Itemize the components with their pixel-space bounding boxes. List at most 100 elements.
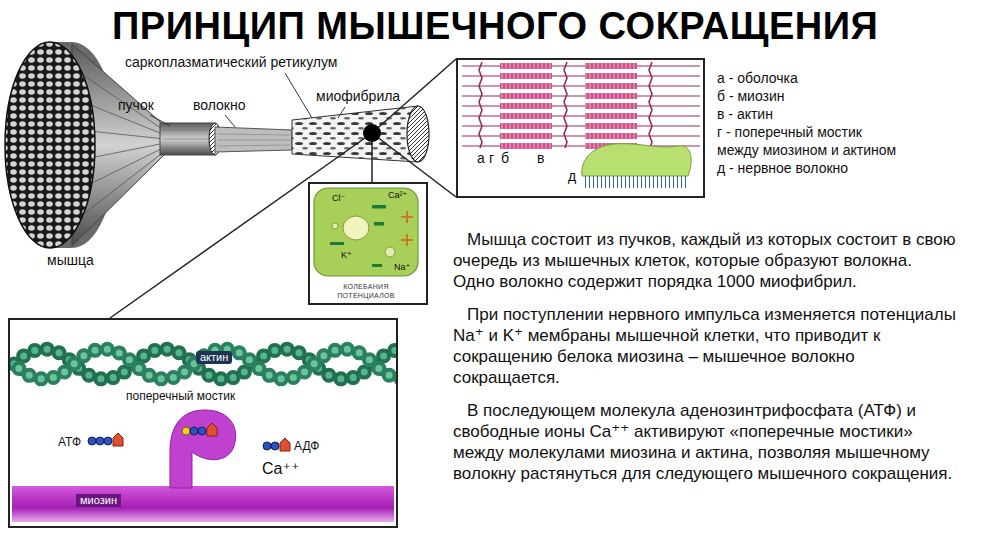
body-paragraph: Мышца состоит из пучков, каждый из котор… <box>453 229 958 292</box>
sarcomere-drawing-part <box>462 66 700 146</box>
leader-lines-part <box>150 115 170 126</box>
adp-molecule-part <box>271 442 279 450</box>
molecule-label: АДФ <box>294 440 319 454</box>
ion-label: K⁺ <box>341 250 352 260</box>
sarcomere-drawing-part-part <box>462 66 700 67</box>
cell-drawing-part <box>330 205 386 267</box>
atp-molecule-part <box>182 427 190 435</box>
sarcomere-box: агбвд <box>456 58 705 198</box>
muscle-drawing-part-part <box>162 139 213 140</box>
ion-label: Na⁺ <box>394 262 410 272</box>
body-text: Мышца состоит из пучков, каждый из котор… <box>453 229 958 496</box>
atp-molecule-part <box>104 437 112 445</box>
body-paragraph: В последующем молекула аденозинтрифосфат… <box>453 400 958 484</box>
sarcomere-drawing-part <box>582 144 691 176</box>
cell-drawing-part-part <box>372 205 386 209</box>
body-paragraph: При поступлении нервного импульса изменя… <box>453 304 958 388</box>
sarcomere-drawing-part-part <box>564 62 567 148</box>
key-entry: б - миозин <box>717 87 905 105</box>
muscle-drawing-part <box>5 42 95 248</box>
muscle-drawing-part-part <box>162 130 213 131</box>
part-label: саркоплазматический ретикулум <box>125 54 337 71</box>
zoom-dot <box>363 124 381 142</box>
part-label: волокно <box>193 97 246 114</box>
atp-molecule <box>88 433 123 446</box>
callout-letter: в <box>537 150 544 166</box>
key-entry: в - актин <box>717 105 905 123</box>
muscle-drawing-part-part <box>218 134 290 135</box>
key-list: а - оболочкаб - миозинв - актинг - попер… <box>717 69 905 177</box>
atp-molecule-part <box>190 427 198 435</box>
caption-text: КОЛЕБАНИЯ ПОТЕНЦИАЛОВ <box>314 282 418 300</box>
muscle-drawing-part <box>215 127 292 152</box>
potential-box: Cl⁻ Ca²⁺ K⁺ Na⁺ КОЛЕБАНИЯ ПОТЕНЦИАЛОВ <box>308 182 428 305</box>
sarcomere-drawing-part-part <box>462 86 700 87</box>
crossbridge-box: актин поперечный мостикАТФ АДФ Ca⁺⁺ миозин <box>8 318 398 528</box>
adp-molecule-part <box>280 438 290 451</box>
sarcomere-drawing-part <box>585 61 637 150</box>
leader-lines-part <box>285 73 312 118</box>
adp-molecule <box>263 438 290 451</box>
molecule-label: АТФ <box>58 436 81 450</box>
cell-drawing-part <box>332 223 338 229</box>
muscle-drawing-part <box>162 130 213 148</box>
callout-letter: г <box>489 150 494 166</box>
leader-lines-part <box>225 115 235 127</box>
callout-letter: б <box>501 150 509 166</box>
key-entry: а - оболочка <box>717 69 905 87</box>
cell-drawing-part-part <box>330 242 344 245</box>
sarcomere-drawing-part <box>500 61 552 150</box>
protein-label: актин <box>196 351 232 364</box>
sarcomere-drawing-part-part <box>462 76 700 77</box>
callout-letter: д <box>568 168 576 184</box>
muscle-drawing-part-part <box>162 148 213 149</box>
muscle-drawing-part <box>407 106 429 162</box>
zoom-lines-part <box>110 133 372 318</box>
crossbridge-drawing <box>12 349 396 522</box>
part-label: поперечный мостик <box>126 390 235 404</box>
sarcomere-drawing-part-part <box>479 62 482 148</box>
sarcomere-drawing <box>458 60 703 196</box>
sarcomere-drawing-part-part <box>462 106 700 107</box>
protein-label: миозин <box>76 494 121 507</box>
cell-drawing-part-part <box>374 222 384 226</box>
leader-lines-part <box>338 107 345 118</box>
muscle-drawing-part <box>160 123 215 155</box>
atp-molecule-part <box>198 427 206 435</box>
atp-molecule-part <box>96 437 104 445</box>
sarcomere-drawing-part <box>458 60 703 196</box>
sarcomere-drawing-part-part <box>462 136 700 137</box>
atp-molecule-part <box>207 423 217 436</box>
atp-molecule <box>182 423 217 436</box>
sarcomere-drawing-part-part <box>462 146 700 147</box>
muscle-drawing-part <box>218 134 290 146</box>
cell-drawing-part <box>314 188 418 276</box>
crossbridge-drawing-part <box>14 349 396 379</box>
sarcomere-drawing-part-part <box>462 126 700 127</box>
cell-drawing-part-part <box>406 234 408 246</box>
crossbridge-drawing-part <box>12 486 394 522</box>
muscle-drawing-part-part <box>218 145 290 146</box>
crossbridge-drawing-part <box>14 349 396 379</box>
cell-drawing-part-part <box>406 211 408 223</box>
muscle-drawing-part-part <box>218 140 290 141</box>
diagram-title: ПРИНЦИП МЫШЕЧНОГО СОКРАЩЕНИЯ <box>112 4 878 48</box>
part-label: миофибрила <box>316 88 400 105</box>
cell-drawing-part <box>401 211 413 246</box>
crossbridge-drawing-part <box>14 349 396 379</box>
ion-label: Ca²⁺ <box>388 190 407 200</box>
atp-molecule-part <box>113 433 123 446</box>
cell-drawing-part <box>343 216 369 240</box>
atp-molecule-part <box>88 437 96 445</box>
sarcomere-drawing-part-part <box>462 96 700 97</box>
leader-lines <box>150 73 345 127</box>
adp-molecule-part <box>263 442 271 450</box>
cell-drawing-part <box>385 247 395 257</box>
ion-label: Cl⁻ <box>332 193 345 203</box>
ion-label: Ca⁺⁺ <box>262 460 299 478</box>
sarcomere-drawing-part <box>584 176 686 188</box>
part-label: пучок <box>118 97 154 114</box>
sarcomere-drawing-part-part <box>649 62 652 148</box>
part-label: мышца <box>47 252 94 269</box>
key-entry: г - поперечный мостик между миозином и а… <box>717 123 905 159</box>
